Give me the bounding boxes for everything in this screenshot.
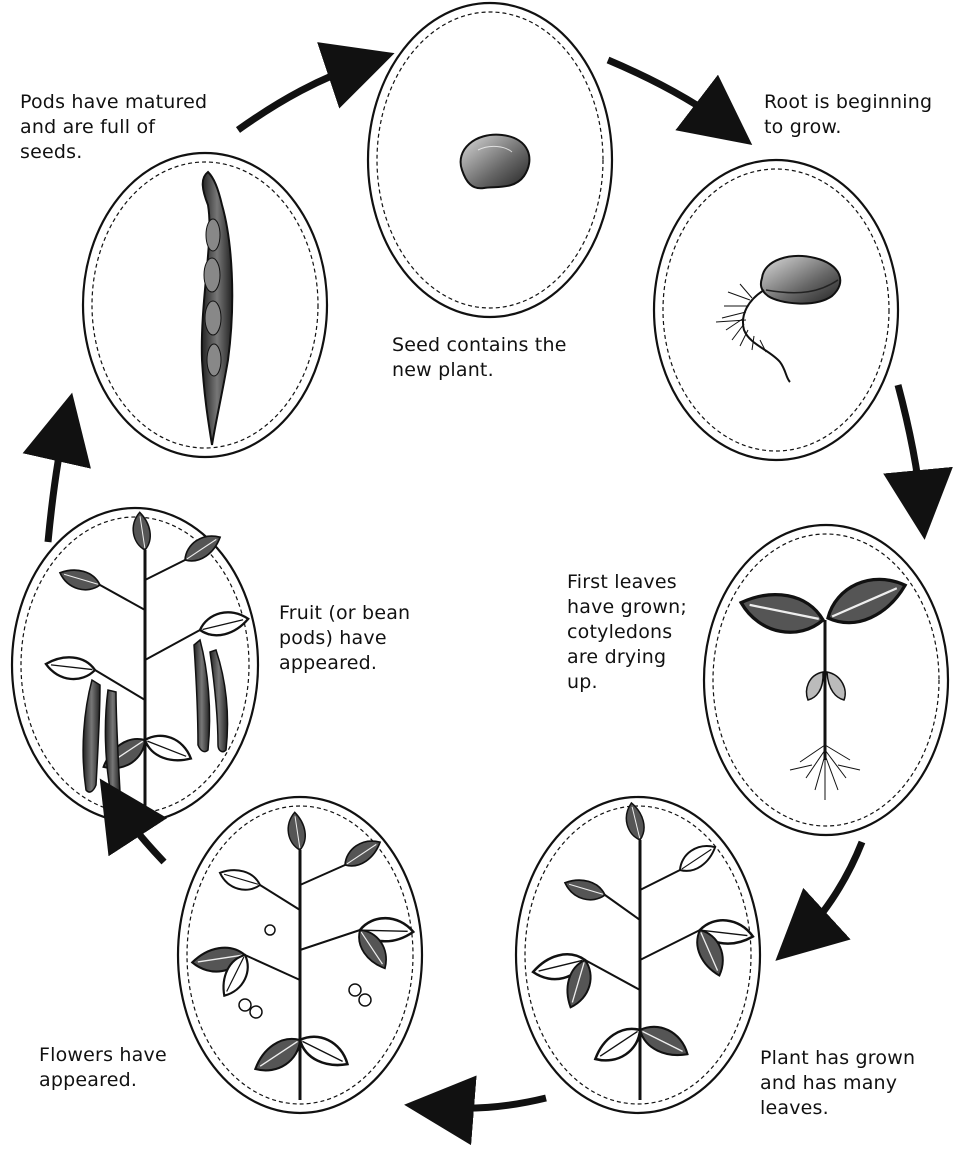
stage-label-plant-grown: Plant has grown and has many leaves.	[760, 1046, 955, 1121]
stage-label-seed: Seed contains the new plant.	[392, 333, 602, 383]
cycle-arrow-flowers-to-fruit	[115, 802, 164, 862]
flowering-plant-icon	[191, 812, 414, 1100]
germinating-seed-icon	[716, 256, 840, 382]
stage-label-pods-matured: Pods have matured and are full of seeds.	[20, 90, 240, 165]
stage-label-first-leaves: First leaves have grown; cotyledons are …	[567, 570, 697, 695]
cycle-arrow-pods-to-seed	[238, 62, 368, 130]
stage-label-flowers: Flowers have appeared.	[39, 1043, 204, 1093]
cycle-arrow-fruit-to-pods	[48, 420, 66, 542]
cycle-arrow-first-leaves-to-plant-grown	[796, 842, 862, 942]
cycle-arrow-plant-grown-to-flowers	[432, 1098, 546, 1108]
stage-label-fruit: Fruit (or bean pods) have appeared.	[279, 601, 444, 676]
cycle-arrow-root-to-first-leaves	[898, 385, 922, 512]
stage-label-root: Root is beginning to grow.	[764, 90, 954, 140]
cycle-arrow-seed-to-root	[608, 60, 730, 128]
stage-oval-root	[654, 160, 898, 460]
bean-seed-icon	[461, 135, 530, 189]
seedling-icon	[737, 569, 912, 800]
mature-pod-icon	[202, 172, 232, 445]
